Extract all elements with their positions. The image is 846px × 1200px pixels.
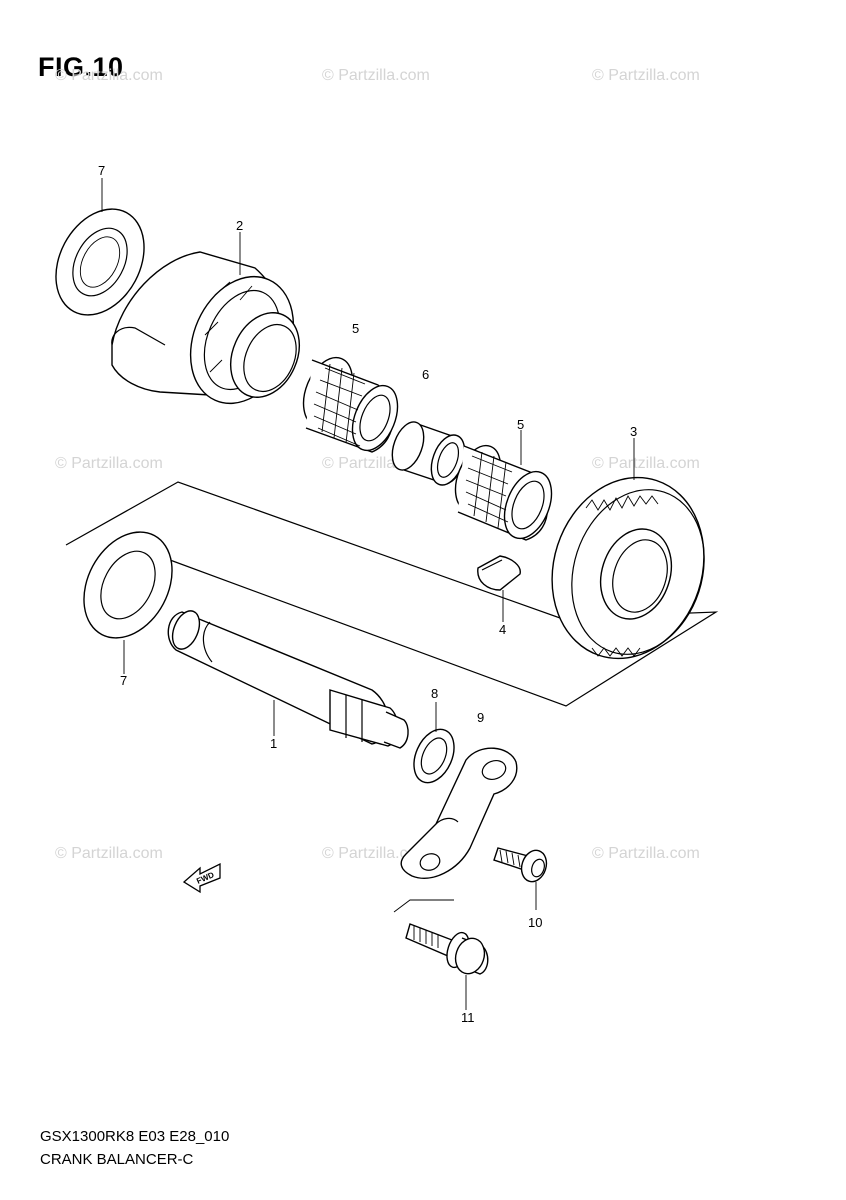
callout-7: 7 (98, 163, 105, 178)
diagram-code: GSX1300RK8 E03 E28_010 (40, 1128, 230, 1145)
part-6-spacer (391, 421, 466, 486)
callout-10: 10 (528, 915, 542, 930)
callout-3: 3 (630, 424, 637, 439)
watermark-text: © Partzilla.com (592, 845, 700, 862)
callout-2: 2 (236, 218, 243, 233)
watermark-text: © Partzilla.com (55, 455, 163, 472)
part-5-needle-bearing-upper (302, 356, 399, 453)
callout-9: 9 (477, 710, 484, 725)
part-4-key (477, 555, 521, 591)
callout-6: 6 (422, 367, 429, 382)
watermark-text: © Partzilla.com (592, 67, 700, 84)
diagram-name: CRANK BALANCER-C (40, 1151, 194, 1168)
callout-1: 1 (270, 736, 277, 751)
callout-7: 7 (120, 673, 127, 688)
callout-11: 11 (461, 1010, 475, 1025)
part-9-lever (400, 747, 518, 879)
part-2-balancer (111, 251, 300, 405)
callout-5: 5 (352, 321, 359, 336)
part-11-flange-bolt (405, 923, 489, 975)
leader-lines (101, 178, 635, 1010)
callout-8: 8 (431, 686, 438, 701)
part-3-balancer-gear (551, 476, 705, 660)
watermark-text: © Partzilla.com (55, 67, 163, 84)
part-1-balancer-shaft (167, 610, 409, 749)
part-5-needle-bearing-lower (454, 444, 553, 541)
part-7-upper-seal (55, 208, 145, 316)
callout-4: 4 (499, 622, 506, 637)
part-8-washer (413, 728, 455, 784)
part-10-bolt (493, 847, 548, 883)
part-7-lower-seal (83, 531, 173, 639)
watermark-text: © Partzilla.com (322, 67, 430, 84)
watermark-text: © Partzilla.com (592, 455, 700, 472)
figure-title: FIG.10 (38, 52, 124, 82)
callouts: 7 2 5 6 5 3 4 7 8 9 1 10 11 (98, 163, 637, 1025)
front-arrow-icon (182, 862, 221, 894)
watermark-text: © Partzilla.com (55, 845, 163, 862)
front-direction-marker: FWD (182, 862, 221, 894)
callout-5: 5 (517, 417, 524, 432)
